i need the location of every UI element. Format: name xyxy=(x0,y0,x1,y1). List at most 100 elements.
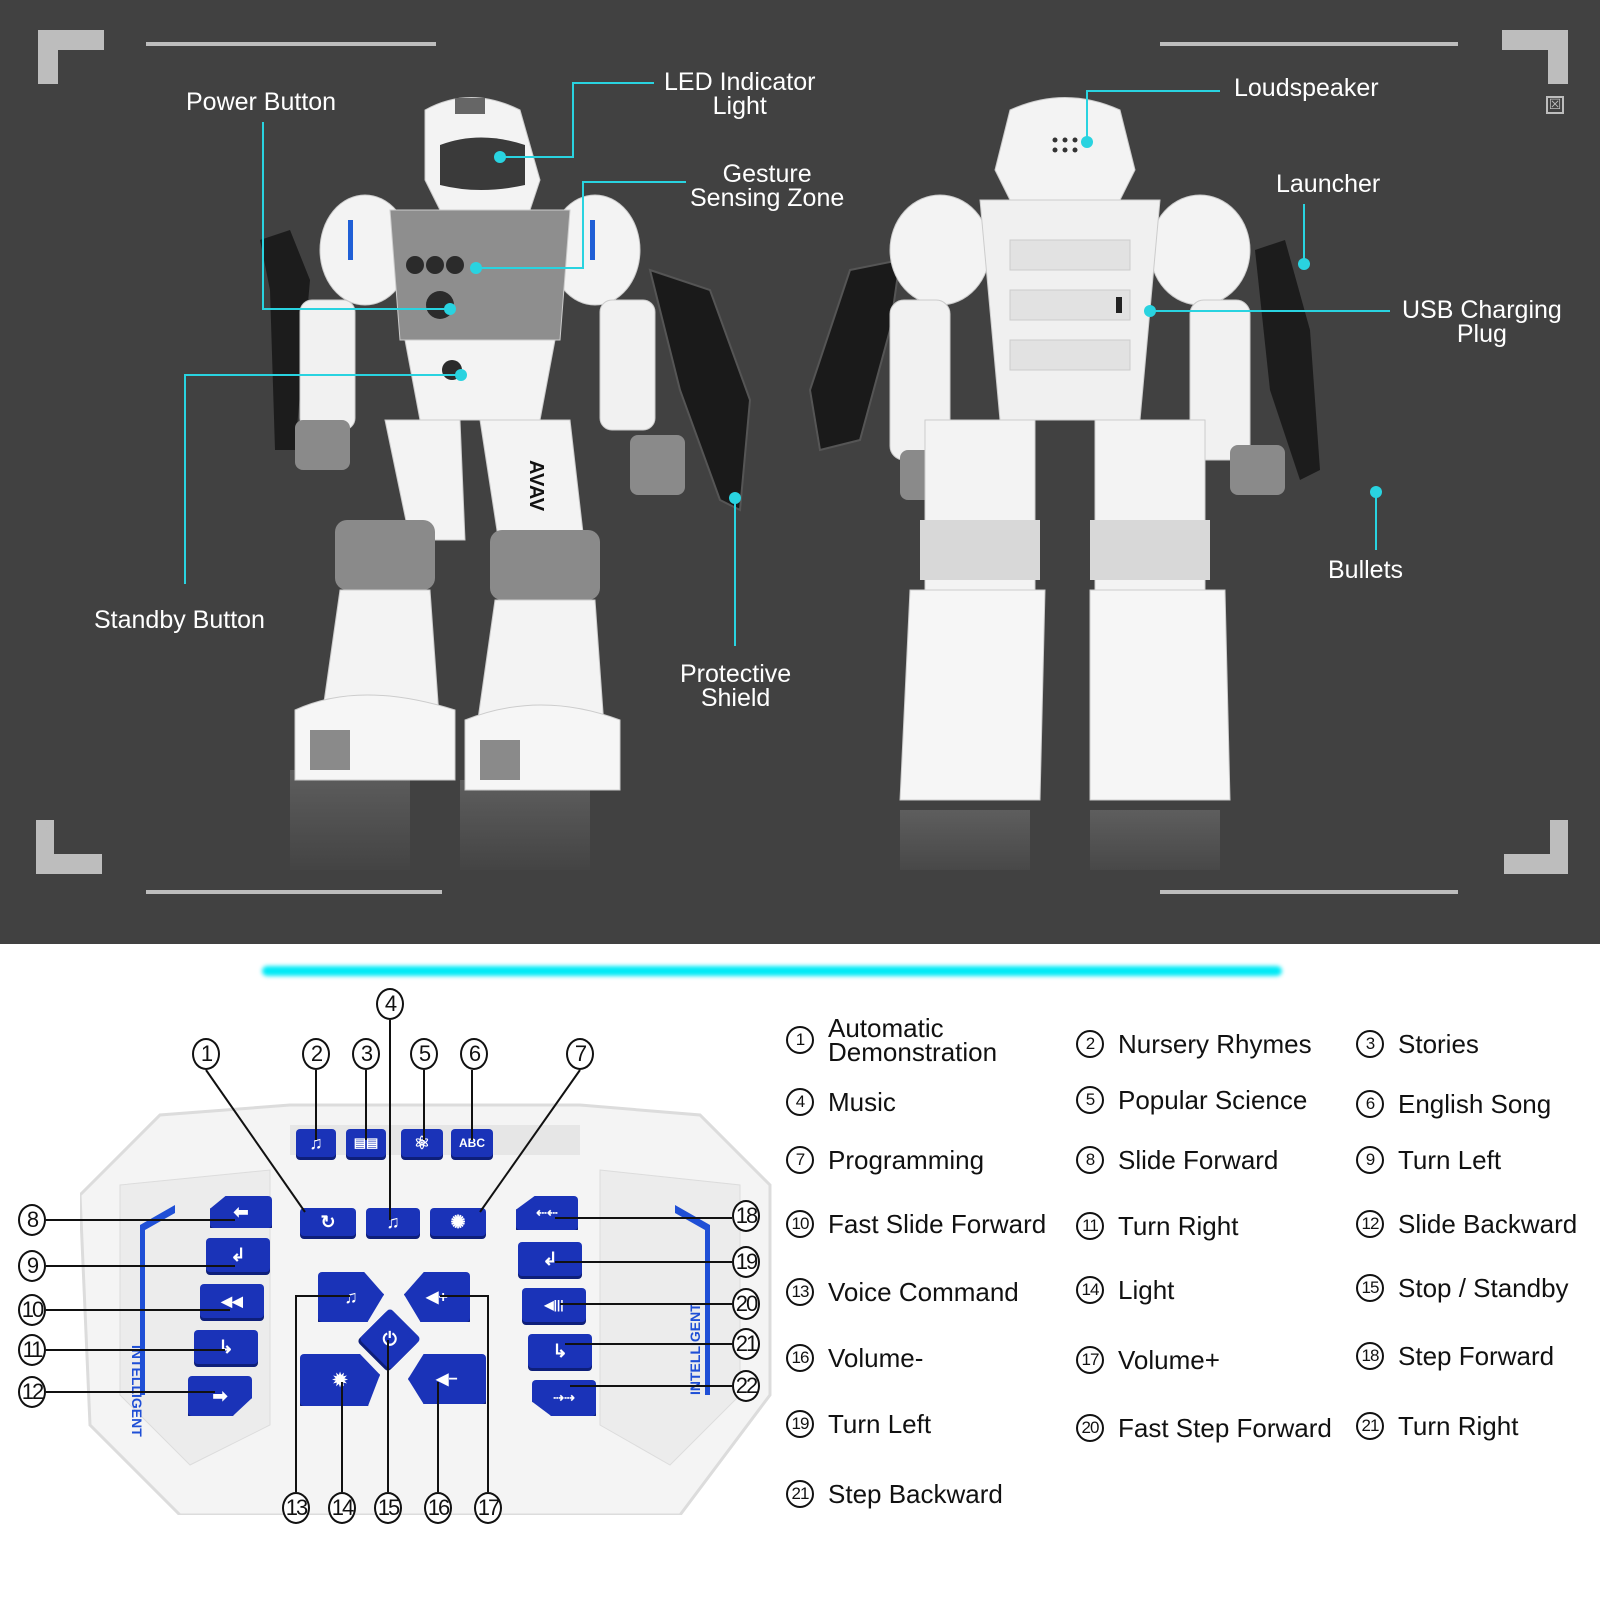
legend-label: Programming xyxy=(828,1145,985,1175)
callout-number: 14 xyxy=(328,1492,356,1524)
label-loudspeaker: Loudspeaker xyxy=(1234,74,1379,102)
step-turn-left-button[interactable]: ↲ xyxy=(518,1242,582,1276)
callout-number: 21 xyxy=(732,1328,760,1360)
volume-down-icon: ◀− xyxy=(436,1371,458,1388)
legend-label: Fast Step Forward xyxy=(1118,1413,1332,1443)
turn-right-button[interactable]: ↳ xyxy=(194,1330,258,1364)
label-gesture-sensing-zone: Gesture Sensing Zone xyxy=(690,160,845,212)
popular-science-button[interactable]: ⚛ xyxy=(401,1129,443,1157)
legend-number: 5 xyxy=(1076,1086,1104,1114)
legend-number: 6 xyxy=(1356,1090,1384,1118)
step-backward-icon: ⇢⇢ xyxy=(553,1390,575,1405)
fast-step-icon: ◀||| xyxy=(544,1298,564,1312)
divider-rule xyxy=(146,42,436,46)
legend-label: Step Forward xyxy=(1398,1341,1555,1371)
fast-slide-forward-button[interactable]: ◀◀ xyxy=(200,1284,264,1318)
abc-icon: ABC xyxy=(459,1136,485,1150)
legend-label: Turn Left xyxy=(1398,1145,1502,1175)
remote-leader-lines xyxy=(46,1020,732,1492)
legend-number: 7 xyxy=(786,1146,814,1174)
callout-dot xyxy=(455,369,467,381)
cyan-divider-glow xyxy=(262,966,1282,976)
light-button[interactable]: ✹ xyxy=(300,1354,380,1406)
legend-item: 13 Voice Command xyxy=(786,1278,1019,1306)
legend-number: 4 xyxy=(786,1088,814,1116)
legend-label: Fast Slide Forward xyxy=(828,1209,1047,1239)
legend-number: 19 xyxy=(786,1410,814,1438)
callout-number: 16 xyxy=(424,1492,452,1524)
corner-bracket-tl-v xyxy=(38,30,58,84)
legend-label: Slide Backward xyxy=(1398,1209,1578,1239)
fast-rewind-icon: ◀◀ xyxy=(221,1292,243,1309)
volume-down-button[interactable]: ◀− xyxy=(408,1354,486,1404)
legend-number: 12 xyxy=(1356,1210,1384,1238)
auto-demo-button[interactable]: ↻ xyxy=(300,1208,356,1236)
atom-icon: ⚛ xyxy=(413,1132,431,1153)
step-turn-left-icon: ↲ xyxy=(542,1248,558,1269)
legend-number: 9 xyxy=(1356,1146,1384,1174)
callout-dot xyxy=(1370,486,1382,498)
leader-line xyxy=(582,181,686,183)
legend-label: Automatic Demonstration xyxy=(828,1013,998,1067)
stories-button[interactable]: ▤▤ xyxy=(346,1129,386,1157)
legend-item: 7 Programming xyxy=(786,1146,984,1174)
leader-line xyxy=(734,498,736,646)
callout-number: 10 xyxy=(18,1294,46,1326)
leader-line xyxy=(1086,90,1220,92)
step-turn-right-button[interactable]: ↳ xyxy=(528,1334,592,1368)
leader-line xyxy=(572,82,574,158)
callout-dot xyxy=(1081,136,1093,148)
book-icon: ▤▤ xyxy=(353,1135,379,1150)
divider-rule xyxy=(1160,42,1458,46)
callout-dot xyxy=(1144,305,1156,317)
legend-item: 12 Slide Backward xyxy=(1356,1210,1577,1238)
english-song-button[interactable]: ABC xyxy=(451,1129,493,1157)
slide-forward-button[interactable]: ⬅ xyxy=(210,1196,272,1228)
leader-line xyxy=(572,82,654,84)
leader-line xyxy=(184,374,186,584)
callout-number: 7 xyxy=(566,1038,594,1070)
close-box-icon: ☒ xyxy=(36,822,54,838)
legend-number: 11 xyxy=(1076,1212,1104,1240)
programming-button[interactable]: ✺ xyxy=(430,1208,486,1236)
divider-rule xyxy=(1160,890,1458,894)
callout-number: 4 xyxy=(376,988,404,1020)
legend-item: 5 Popular Science xyxy=(1076,1086,1307,1114)
callout-number: 3 xyxy=(352,1038,380,1070)
callout-number: 17 xyxy=(474,1492,502,1524)
turn-right-icon: ↳ xyxy=(218,1336,234,1357)
label-power-button: Power Button xyxy=(186,88,337,116)
corner-bracket-bl-v xyxy=(36,820,54,874)
turn-left-button[interactable]: ↲ xyxy=(206,1238,270,1272)
callout-dot xyxy=(470,262,482,274)
legend-number: 13 xyxy=(786,1278,814,1306)
volume-up-icon: ◀+ xyxy=(426,1289,448,1306)
callout-number: 8 xyxy=(18,1204,46,1236)
legend-label: Turn Right xyxy=(1118,1211,1239,1241)
robot-back-illustration xyxy=(808,97,1320,870)
legend-number: 18 xyxy=(1356,1342,1384,1370)
legend-item: 9 Turn Left xyxy=(1356,1146,1501,1174)
legend-label: Popular Science xyxy=(1118,1085,1308,1115)
legend-label: English Song xyxy=(1398,1089,1552,1119)
voice-music-icon: ♫ xyxy=(344,1286,358,1307)
callout-dot xyxy=(729,492,741,504)
label-usb-charging-plug: USB Charging Plug xyxy=(1402,296,1562,348)
label-led-indicator-light: LED Indicator Light xyxy=(664,68,816,120)
legend-number: 16 xyxy=(786,1344,814,1372)
divider-rule xyxy=(146,890,442,894)
legend-label: Light xyxy=(1118,1275,1175,1305)
legend-number: 17 xyxy=(1076,1346,1104,1374)
legend-number: 2 xyxy=(1076,1030,1104,1058)
leader-line xyxy=(262,122,264,310)
legend-number: 21 xyxy=(786,1480,814,1508)
legend-label: Voice Command xyxy=(828,1277,1019,1307)
